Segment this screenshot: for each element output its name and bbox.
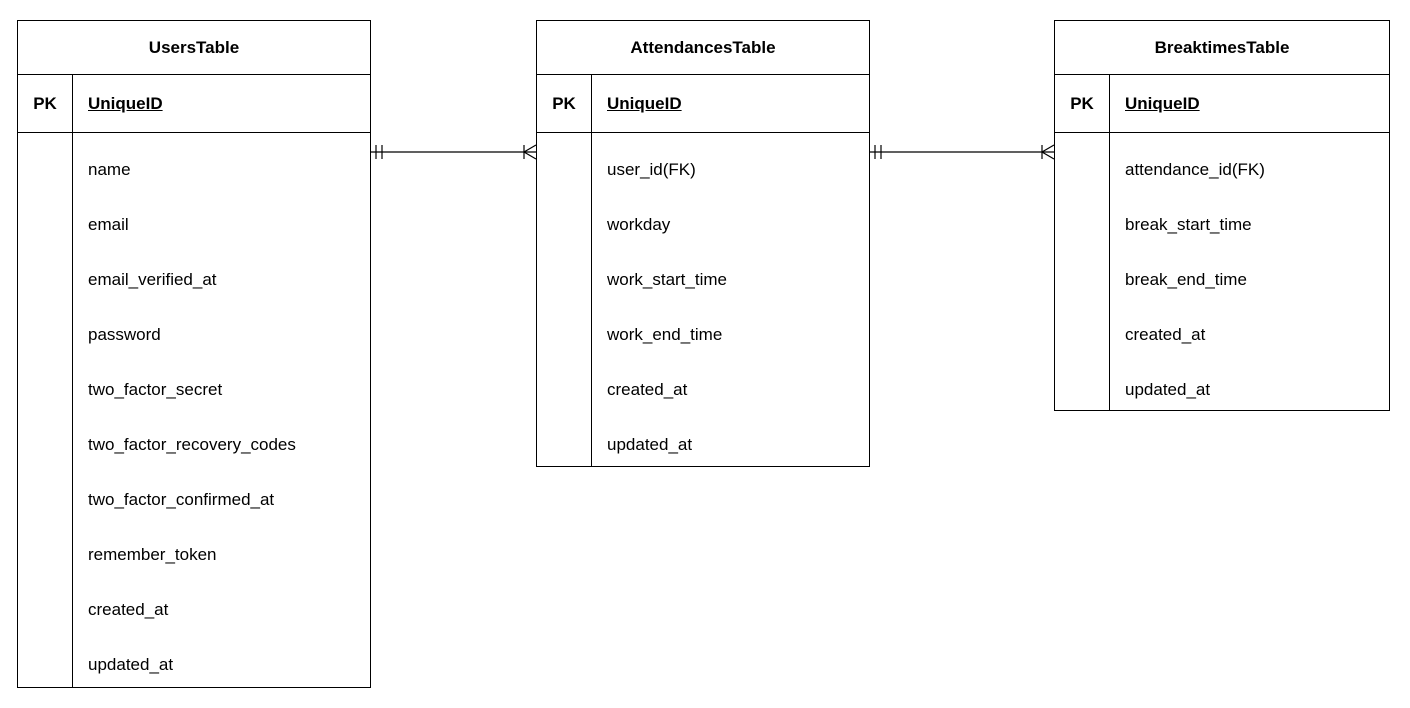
field-email-verified-at: email_verified_at: [88, 269, 217, 289]
primary-key-row: PK UniqueID: [18, 75, 370, 133]
entity-body: attendance_id(FK) break_start_time break…: [1055, 133, 1389, 410]
crowfoot-many-icon: [1040, 144, 1055, 160]
field-break-start-time: break_start_time: [1125, 214, 1252, 234]
field-list: attendance_id(FK) break_start_time break…: [1110, 133, 1389, 410]
primary-key-row: PK UniqueID: [1055, 75, 1389, 133]
field-user-id-fk: user_id(FK): [607, 159, 696, 179]
entity-title: BreaktimesTable: [1055, 21, 1389, 75]
field-two-factor-recovery-codes: two_factor_recovery_codes: [88, 434, 296, 454]
field-password: password: [88, 324, 161, 344]
field-updated-at: updated_at: [607, 434, 693, 454]
entity-title: AttendancesTable: [537, 21, 869, 75]
field-two-factor-secret: two_factor_secret: [88, 379, 223, 399]
pk-name: UniqueID: [1125, 93, 1200, 113]
relationship-attendances-breaktimes: [869, 144, 1055, 160]
pk-label: PK: [537, 75, 592, 132]
field-break-end-time: break_end_time: [1125, 269, 1247, 289]
field-updated-at: updated_at: [88, 654, 174, 674]
key-column: [18, 133, 73, 687]
pk-name: UniqueID: [607, 93, 682, 113]
entity-body: name email email_verified_at password tw…: [18, 133, 370, 687]
entity-title: UsersTable: [18, 21, 370, 75]
entity-body: user_id(FK) workday work_start_time work…: [537, 133, 869, 466]
key-column: [1055, 133, 1110, 410]
field-two-factor-confirmed-at: two_factor_confirmed_at: [88, 489, 275, 509]
entity-attendances-table[interactable]: AttendancesTable PK UniqueID user_id(FK)…: [536, 20, 870, 467]
field-updated-at: updated_at: [1125, 379, 1211, 399]
crowfoot-many-icon: [522, 144, 537, 160]
pk-label: PK: [1055, 75, 1110, 132]
field-created-at: created_at: [607, 379, 688, 399]
field-name: name: [88, 159, 131, 179]
field-created-at: created_at: [88, 599, 169, 619]
field-remember-token: remember_token: [88, 544, 217, 564]
key-column: [537, 133, 592, 466]
relationship-users-attendances: [370, 144, 537, 160]
field-created-at: created_at: [1125, 324, 1206, 344]
primary-key-row: PK UniqueID: [537, 75, 869, 133]
field-work-end-time: work_end_time: [607, 324, 723, 344]
pk-label: PK: [18, 75, 73, 132]
entity-breaktimes-table[interactable]: BreaktimesTable PK UniqueID attendance_i…: [1054, 20, 1390, 411]
field-attendance-id-fk: attendance_id(FK): [1125, 159, 1265, 179]
field-work-start-time: work_start_time: [607, 269, 727, 289]
field-email: email: [88, 214, 129, 234]
field-workday: workday: [607, 214, 671, 234]
field-list: name email email_verified_at password tw…: [73, 133, 370, 687]
field-list: user_id(FK) workday work_start_time work…: [592, 133, 869, 466]
pk-name: UniqueID: [88, 93, 163, 113]
entity-users-table[interactable]: UsersTable PK UniqueID name email email_…: [17, 20, 371, 688]
